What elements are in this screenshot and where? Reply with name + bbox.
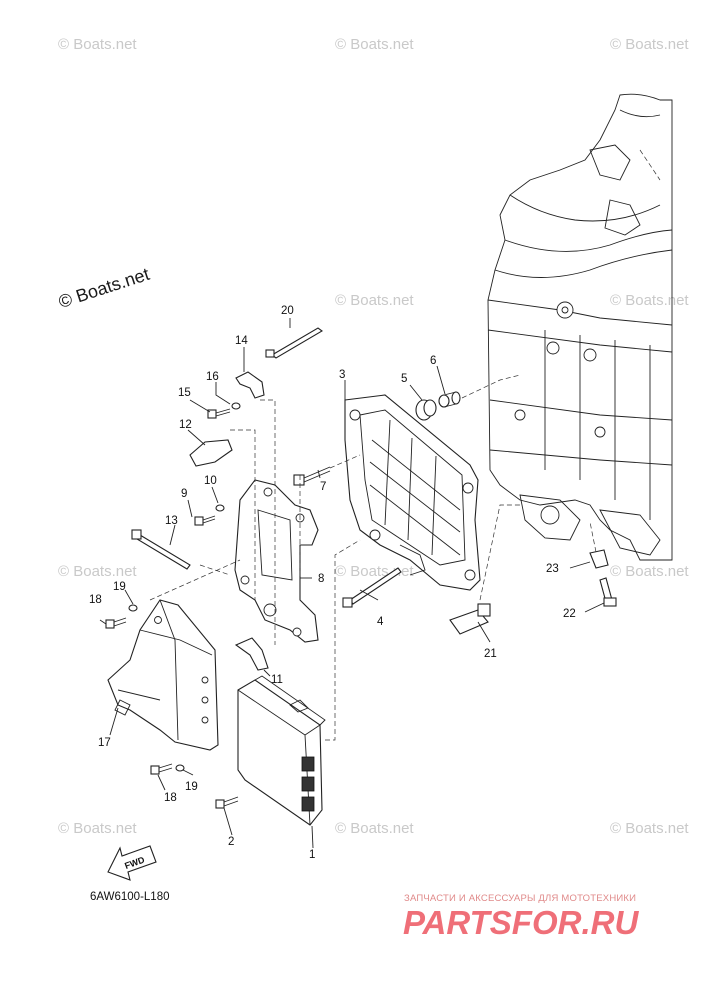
callout-15: 15 xyxy=(178,387,191,399)
watermark: © Boats.net xyxy=(610,36,689,53)
callout-17: 17 xyxy=(98,737,111,749)
part-3-mount-bracket xyxy=(344,394,481,591)
watermark: © Boats.net xyxy=(58,820,137,837)
watermark: © Boats.net xyxy=(610,292,689,309)
callout-6: 6 xyxy=(430,355,436,367)
watermark: © Boats.net xyxy=(58,36,137,53)
callout-2: 2 xyxy=(228,836,234,848)
part-6-collar xyxy=(438,391,461,408)
part-23-grommet xyxy=(589,549,609,569)
watermark: © Boats.net xyxy=(58,563,137,580)
callout-20: 20 xyxy=(281,305,294,317)
part-2-bolt xyxy=(215,796,239,809)
callout-10: 10 xyxy=(204,475,217,487)
part-10-washer xyxy=(215,504,225,512)
callout-19-upper: 19 xyxy=(113,581,126,593)
callout-numbers: 1 2 3 4 5 6 7 8 9 10 11 12 13 14 15 16 1… xyxy=(89,305,576,861)
part-22-sensor xyxy=(599,577,617,607)
part-8-bracket-plate xyxy=(234,479,319,643)
part-18-bolt-upper xyxy=(105,617,127,629)
watermark: © Boats.net xyxy=(610,820,689,837)
callout-1: 1 xyxy=(309,849,315,861)
engine-block xyxy=(487,93,673,561)
part-20-cable-tie xyxy=(271,327,323,359)
watermark: © Boats.net xyxy=(610,563,689,580)
callout-23: 23 xyxy=(546,563,559,575)
callout-14: 14 xyxy=(235,335,248,347)
brand-logo-text[interactable]: PARTSFOR.RU xyxy=(403,904,639,941)
callout-11: 11 xyxy=(271,674,283,686)
part-16-washer xyxy=(231,402,241,410)
part-11-clip xyxy=(234,637,269,671)
part-5-grommet xyxy=(415,399,437,421)
callout-12: 12 xyxy=(179,419,192,431)
callout-3: 3 xyxy=(339,369,345,381)
callout-7: 7 xyxy=(320,481,326,493)
part-19-washer-lower xyxy=(175,764,185,772)
promo-text: ЗАПЧАСТИ И АКСЕССУАРЫ ДЛЯ МОТОТЕХНИКИ xyxy=(404,893,637,904)
callout-21: 21 xyxy=(484,648,497,660)
callout-18-lower: 18 xyxy=(164,792,177,804)
part-18-bolt-lower xyxy=(150,763,173,775)
part-7-bolt xyxy=(293,466,331,486)
callout-8: 8 xyxy=(318,573,324,585)
watermark: © Boats.net xyxy=(335,36,414,53)
callout-5: 5 xyxy=(401,373,407,385)
part-15-bolt xyxy=(207,408,231,419)
part-9-bolt xyxy=(194,515,216,526)
callout-9: 9 xyxy=(181,488,187,500)
callout-13: 13 xyxy=(165,515,178,527)
callout-22: 22 xyxy=(563,608,576,620)
callout-19-lower: 19 xyxy=(185,781,198,793)
part-21-sensor xyxy=(449,603,491,635)
part-19-washer-upper xyxy=(128,604,138,612)
watermark: © Boats.net xyxy=(335,292,414,309)
part-14-clamp xyxy=(235,371,265,399)
callout-16: 16 xyxy=(206,371,219,383)
callout-4: 4 xyxy=(377,616,384,628)
watermark: © Boats.net xyxy=(335,820,414,837)
part-12-clip xyxy=(189,439,233,467)
part-17-cover-bracket xyxy=(107,599,219,751)
callout-18-upper: 18 xyxy=(89,594,102,606)
fwd-arrow: FWD xyxy=(107,845,157,881)
part-13-cable-tie xyxy=(136,534,191,570)
part-1-ecu-unit xyxy=(237,675,326,826)
leader-lines xyxy=(99,318,605,849)
diagram-code: 6AW6100-L180 xyxy=(90,891,170,903)
